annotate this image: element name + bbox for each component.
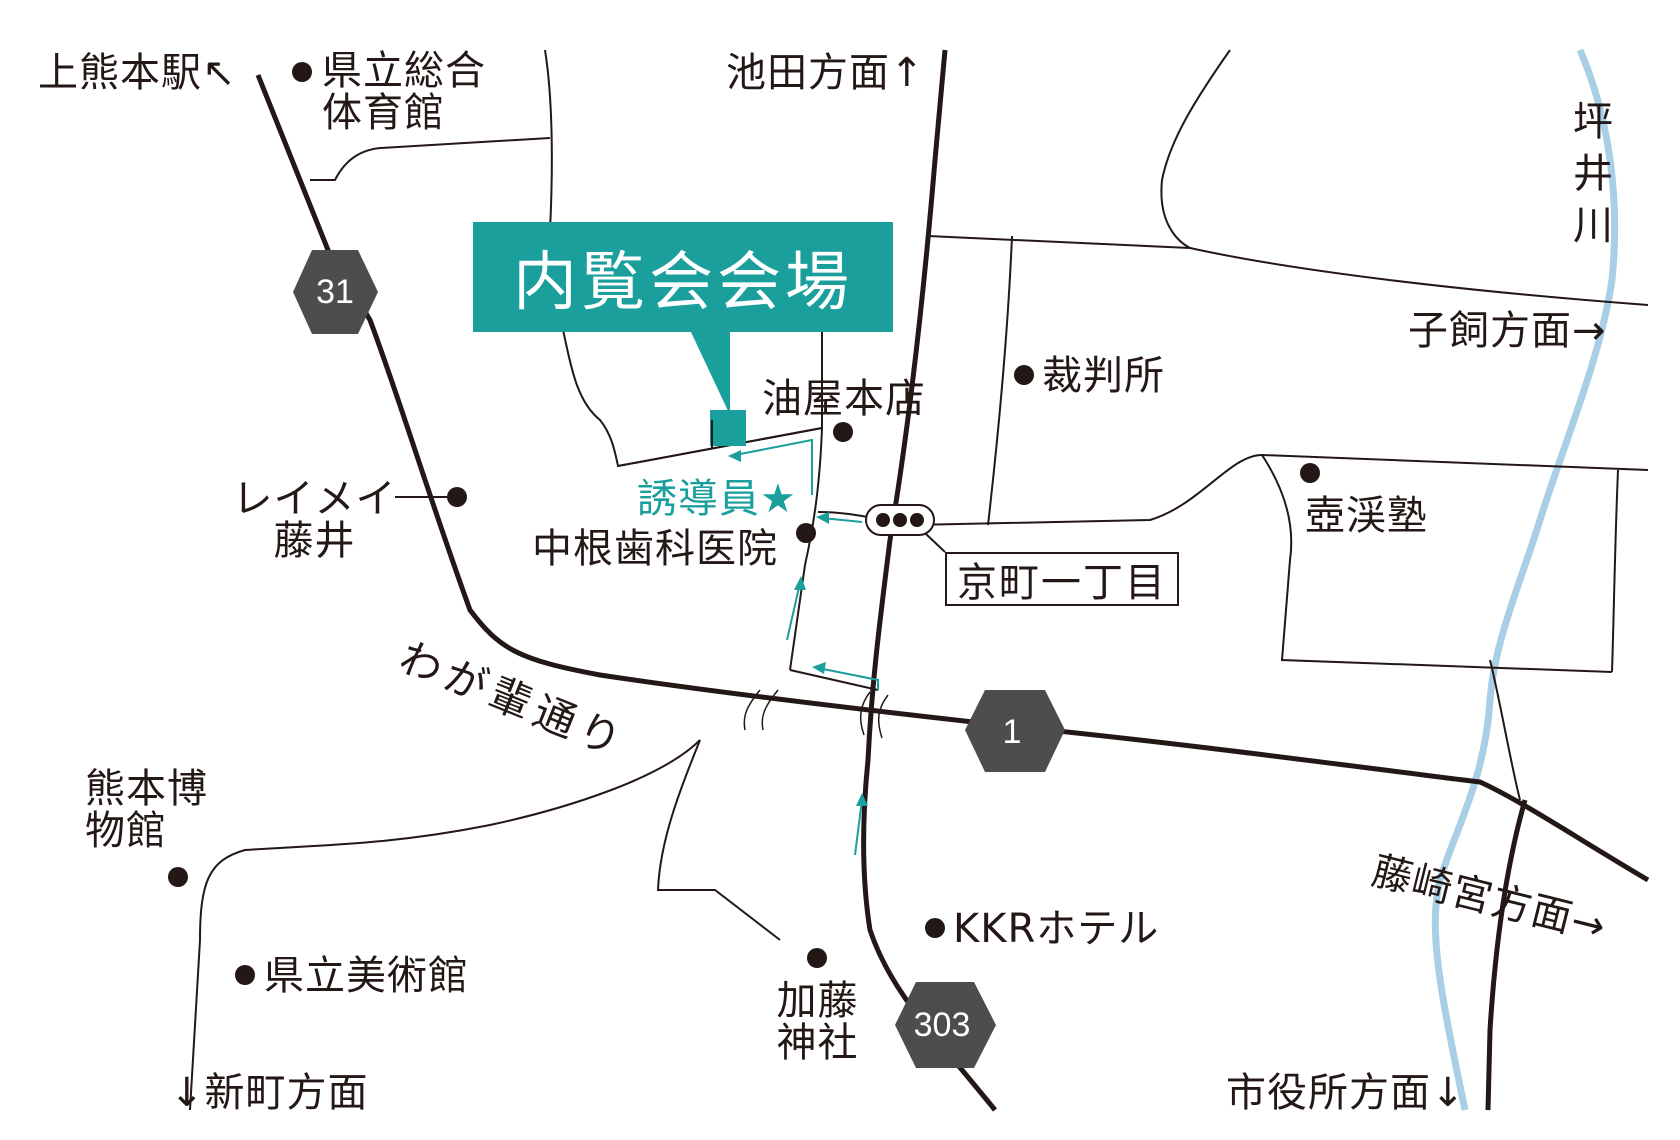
direction-ikeda: 池田方面↑ <box>726 50 925 96</box>
route-1-number: 1 <box>1003 713 1022 751</box>
guide-staff-label: 誘導員★ <box>637 476 797 522</box>
venue-label: 内覧会会場 <box>513 246 853 320</box>
main-roads <box>255 49 1650 1112</box>
direction-shiyakusho: 市役所方面↓ <box>1226 1070 1466 1116</box>
bridge-marks <box>743 689 889 739</box>
landmark-dots <box>168 62 1320 985</box>
route-31-number: 31 <box>316 273 354 311</box>
route-303-number: 303 <box>914 1006 971 1044</box>
route-shield-1: 1 <box>965 690 1065 772</box>
landmark-kokeijuku: 壺渓塾 <box>1305 493 1428 539</box>
landmark-nakane: 中根歯科医院 <box>532 526 778 572</box>
landmark-kato-shrine: 加藤神社 <box>776 978 859 1066</box>
venue-sign-pointer <box>690 330 730 415</box>
landmark-saibansho: 裁判所 <box>1042 353 1165 399</box>
venue-marker <box>710 410 746 446</box>
river-label: 坪井川 <box>1566 100 1612 256</box>
route-shield-303: 303 <box>895 982 996 1068</box>
guide-arrow-heads <box>728 450 868 806</box>
landmark-gym: 県立総合体育館 <box>322 48 486 136</box>
tsuboi-river <box>1431 48 1619 1111</box>
landmark-museum: 熊本博物館 <box>85 766 208 854</box>
traffic-signal-icon <box>865 504 946 553</box>
landmark-aburaya: 油屋本店 <box>762 376 926 422</box>
route-shield-31: 31 <box>293 250 378 334</box>
direction-kamikumamoto: 上熊本駅↖ <box>38 50 237 96</box>
direction-kokai: 子飼方面→ <box>1408 308 1607 354</box>
venue-sign-box <box>473 222 893 332</box>
landmark-reimei: レイメイ藤井 <box>232 476 397 564</box>
direction-shinmachi: ↓新町方面 <box>170 1070 369 1116</box>
minor-streets <box>189 49 1649 1111</box>
landmark-kkr: KKRホテル <box>953 906 1160 952</box>
landmark-art-museum: 県立美術館 <box>264 953 469 999</box>
intersection-label: 京町一丁目 <box>945 552 1179 606</box>
